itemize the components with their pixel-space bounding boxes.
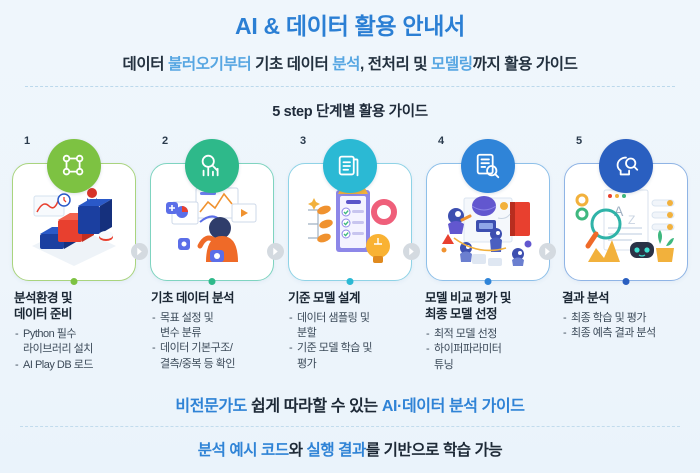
brain-search-icon: [599, 138, 653, 193]
captions-row: 분석환경 및 데이터 준비 Python 필수 라이브러리 설치AI Play D…: [0, 290, 700, 373]
subtitle-part-3: 분석: [332, 55, 360, 73]
caption-list: 데이터 샘플링 및 분할기준 모델 학습 및 평가: [288, 311, 416, 372]
caption-list-item: AI Play DB 로드: [14, 358, 142, 373]
footer: 비전문가도 쉽게 따라할 수 있는 AI·데이터 분석 가이드 분석 예시 코드…: [0, 383, 700, 473]
page-subtitle: 데이터 불러오기부터 기초 데이터 분석, 전처리 및 모델링까지 활용 가이드: [0, 52, 700, 74]
page-title: AI & 데이터 활용 안내서: [235, 13, 465, 39]
caption-list-item: 최종 학습 및 평가: [562, 311, 690, 326]
step-card-2[interactable]: 2: [148, 134, 276, 285]
subtitle-part-2: 기초 데이터: [251, 55, 333, 73]
caption-list: Python 필수 라이브러리 설치AI Play DB 로드: [14, 327, 142, 373]
banner-part-2: 실행 결과: [306, 442, 366, 459]
step-number-label: 5: [576, 134, 583, 147]
step-connector-dot: [484, 277, 492, 285]
banner-part-0: 분석 예시 코드: [197, 442, 289, 459]
caption-title: 기초 데이터 분석: [151, 290, 234, 305]
tagline-part-1: 쉽게 따라할 수 있는: [247, 398, 382, 415]
caption-title: 분석환경 및 데이터 준비: [14, 290, 72, 321]
step-card-1[interactable]: 1: [10, 134, 138, 285]
step-number-label: 2: [162, 134, 169, 147]
isometric-blocks-chart: [32, 187, 116, 266]
subtitle-part-0: 데이터: [122, 55, 169, 73]
step-number-label: 1: [24, 134, 31, 147]
step-caption-3: 기준 모델 설계데이터 샘플링 및 분할기준 모델 학습 및 평가: [284, 290, 416, 372]
svg-text:A: A: [614, 203, 624, 219]
checklist-bulb: [308, 185, 397, 263]
step-illustration-card: [426, 162, 550, 281]
subtitle-part-5: 모델링: [431, 55, 473, 73]
banner-part-3: 를 기반으로 학습 가능: [365, 442, 503, 459]
step-caption-2: 기초 데이터 분석목표 설정 및 변수 분류데이터 기본구조/ 결측/중복 등 …: [147, 290, 279, 372]
caption-list: 최적 모델 선정하이퍼파라미터 튜닝: [425, 327, 553, 373]
step-connector-dot: [70, 277, 78, 285]
step-connector-dot: [346, 277, 354, 285]
arrow-right-icon: [403, 242, 420, 260]
arrow-right-icon: [267, 242, 284, 260]
caption-list-item: Python 필수 라이브러리 설치: [14, 327, 142, 357]
documents-stack-icon: [323, 138, 377, 193]
header: AI & 데이터 활용 안내서 데이터 불러오기부터 기초 데이터 분석, 전처…: [0, 0, 700, 87]
banner-part-1: 와: [288, 442, 307, 459]
caption-list: 최종 학습 및 평가최종 예측 결과 분석: [562, 311, 690, 342]
footer-banner: 분석 예시 코드와 실행 결과를 기반으로 학습 가능: [0, 427, 700, 473]
caption-list-item: 기준 모델 학습 및 평가: [288, 341, 416, 371]
analysis-robot: AZ: [575, 189, 675, 262]
step-connector-dot: [208, 277, 216, 285]
step-card-3[interactable]: 3: [286, 134, 414, 285]
caption-list-item: 최적 모델 선정: [425, 327, 553, 342]
subtitle-part-4: , 전처리 및: [359, 55, 432, 73]
step-connector-dot: [622, 277, 630, 285]
tagline-part-2: AI·데이터 분석 가이드: [381, 398, 525, 415]
header-divider: [25, 85, 675, 87]
document-search-icon: [461, 138, 515, 193]
tagline-part-0: 비전문가도: [175, 398, 248, 415]
arrow-right-icon: [131, 242, 148, 260]
person-dashboard: [166, 187, 257, 262]
caption-title: 모델 비교 평가 및 최종 모델 선정: [425, 290, 511, 321]
caption-list: 목표 설정 및 변수 분류데이터 기본구조/ 결측/중복 등 확인: [151, 311, 279, 372]
caption-title: 결과 분석: [562, 290, 609, 305]
magnifier-bar-chart-icon: [185, 138, 239, 193]
subtitle-part-1: 불러오기부터: [168, 55, 252, 73]
section-heading: 5 step 단계별 활용 가이드: [272, 103, 428, 120]
subtitle-part-6: 까지 활용 가이드: [472, 55, 578, 73]
svg-text:Z: Z: [628, 213, 635, 227]
step-caption-1: 분석환경 및 데이터 준비 Python 필수 라이브러리 설치AI Play D…: [10, 290, 142, 373]
step-number-label: 4: [438, 134, 445, 147]
caption-list-item: 최종 예측 결과 분석: [562, 326, 690, 341]
step-caption-4: 모델 비교 평가 및 최종 모델 선정최적 모델 선정하이퍼파라미터 튜닝: [421, 290, 553, 373]
footer-divider: [20, 426, 680, 427]
team-robots: [441, 195, 532, 266]
caption-list-item: 데이터 샘플링 및 분할: [288, 311, 416, 341]
caption-title: 기준 모델 설계: [288, 290, 360, 305]
caption-list-item: 데이터 기본구조/ 결측/중복 등 확인: [151, 341, 279, 371]
step-card-4[interactable]: 4: [424, 134, 552, 285]
caption-list-item: 목표 설정 및 변수 분류: [151, 311, 279, 341]
footer-tagline: 비전문가도 쉽게 따라할 수 있는 AI·데이터 분석 가이드: [0, 383, 700, 426]
step-number-label: 3: [300, 134, 307, 147]
arrow-right-icon: [539, 242, 556, 260]
caption-list-item: 하이퍼파라미터 튜닝: [425, 342, 553, 372]
network-data-icon: [47, 138, 101, 193]
step-caption-5: 결과 분석최종 학습 및 평가최종 예측 결과 분석: [558, 290, 690, 342]
